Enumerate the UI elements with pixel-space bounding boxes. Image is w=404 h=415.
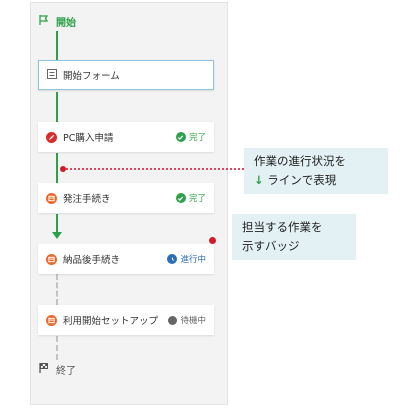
step-card-setup[interactable]: 利用開始セットアップ 待機中 [38,305,214,335]
status-badge-done: 完了 [175,192,206,204]
step-title: PC購入申請 [63,133,114,144]
status-badge-in-progress: 進行中 [167,253,206,265]
status-badge-done: 完了 [175,131,206,143]
callout-text-line2: 示すバッジ [242,239,300,253]
step-card-order[interactable]: 発注手続き 完了 [38,183,214,213]
annotation-leader-line [66,168,244,170]
procedure-icon [46,253,57,265]
step-card-start-form[interactable]: 開始フォーム [38,60,214,90]
progress-line-done [56,31,58,60]
flag-icon [38,14,50,29]
status-label: 完了 [188,194,206,204]
callout-text: 作業の進行状況を [254,154,346,168]
step-title: 発注手続き [63,194,111,205]
end-label: 終了 [56,366,76,377]
progress-line-pending [56,336,58,360]
step-title: 利用開始セットアップ [63,316,159,327]
progress-line-done [56,153,58,183]
assignee-badge [209,237,216,244]
callout-progress-line: 作業の進行状況を ↓ ラインで表現 [244,148,388,194]
callout-text-line2: ↓ ラインで表現 [254,173,337,187]
progress-line-done [56,214,58,234]
callout-text: 担当する作業を [242,220,323,234]
status-label: 完了 [188,133,206,143]
check-icon [175,132,186,142]
progress-line-done [56,92,58,124]
start-label: 開始 [56,18,76,29]
waiting-dot-icon [168,315,178,325]
request-icon [46,131,57,143]
step-title: 開始フォーム [63,71,120,82]
clock-icon [167,254,178,264]
status-label: 待機中 [180,316,206,326]
step-card-post-delivery[interactable]: 納品後手続き 進行中 [38,244,214,274]
procedure-icon [46,192,57,204]
step-title: 納品後手続き [63,255,121,266]
down-arrow-icon: ↓ [254,173,264,187]
status-label: 進行中 [180,255,206,265]
check-icon [175,193,186,203]
workflow-end: 終了 [38,362,76,377]
progress-line-marker [60,166,66,172]
form-icon [47,68,57,82]
progress-arrow-icon [52,232,62,239]
checkered-flag-icon [38,362,50,377]
procedure-icon [46,314,57,326]
workflow-start: 開始 [38,14,76,29]
status-badge-waiting: 待機中 [168,314,206,326]
step-card-pc-request[interactable]: PC購入申請 完了 [38,122,214,152]
progress-line-pending [56,274,58,305]
callout-badge: 担当する作業を 示すバッジ [232,214,356,260]
